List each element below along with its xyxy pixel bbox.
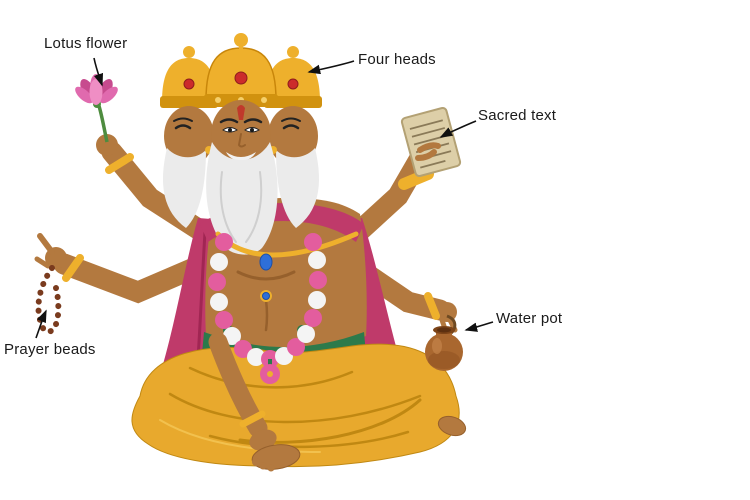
left-head: [160, 46, 218, 228]
front-arm: [208, 332, 277, 451]
label-sacred-text: Sacred text: [478, 107, 557, 124]
right-head: [264, 46, 322, 228]
lotus-flower: [75, 74, 118, 143]
flower-garland: [208, 233, 327, 384]
prayer-beads: [35, 265, 62, 335]
water-pot: [425, 314, 463, 371]
water-pot-arrow: [464, 321, 494, 332]
lotus-flower-arrow: [93, 57, 104, 87]
prayer-beads-arrow: [35, 309, 47, 339]
four-heads-arrow: [307, 60, 355, 75]
label-four-heads: Four heads: [358, 51, 436, 68]
mid-left-arm: [34, 233, 219, 304]
sacred-text-fingers: [415, 142, 441, 161]
sacred-text-arrow: [439, 120, 477, 138]
label-lotus-flower: Lotus flower: [44, 35, 128, 52]
center-head: [204, 33, 278, 255]
four-heads: [160, 33, 322, 255]
upper-left-arm: [96, 134, 223, 249]
legs-dhoti: [131, 343, 460, 468]
feet: [251, 415, 467, 472]
label-prayer-beads: Prayer beads: [4, 341, 96, 358]
label-water-pot: Water pot: [496, 310, 563, 327]
